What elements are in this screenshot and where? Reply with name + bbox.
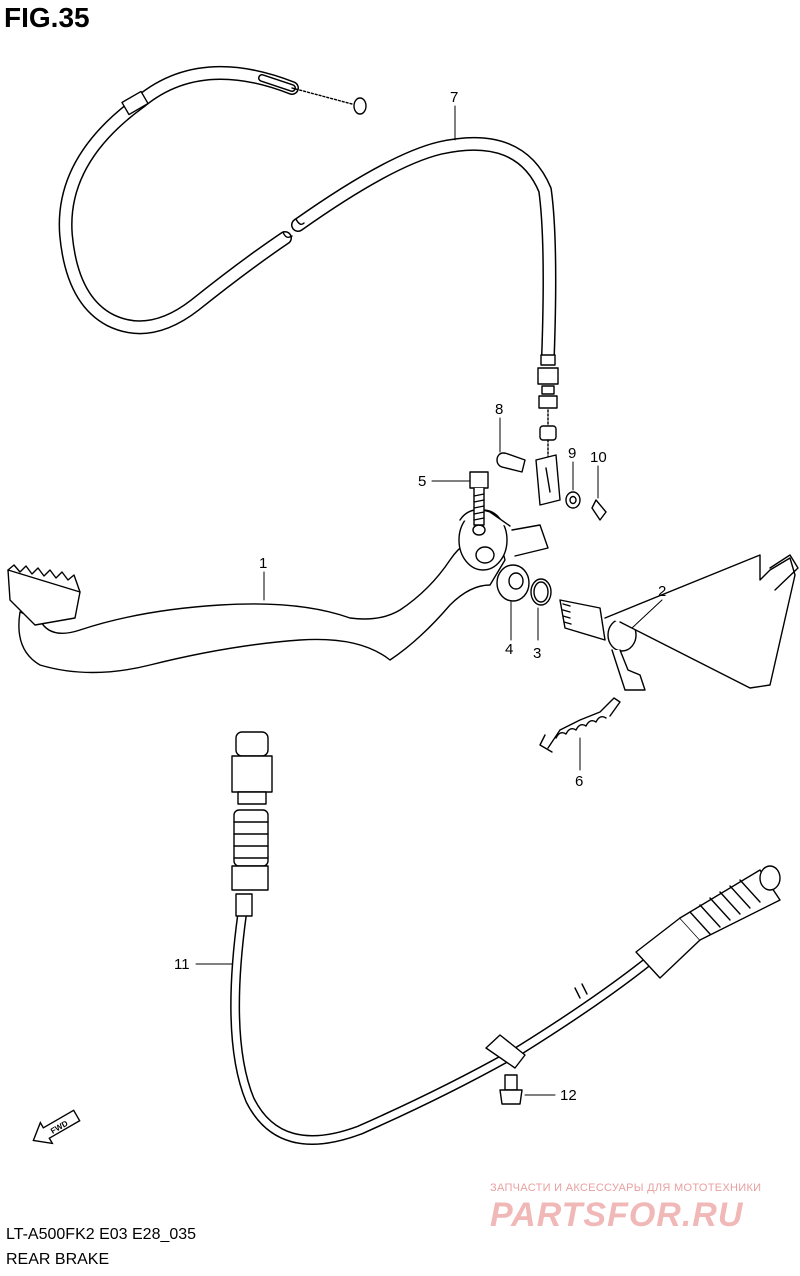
callout-4: 4 — [505, 641, 513, 658]
callout-9: 9 — [568, 445, 576, 462]
callout-12: 12 — [560, 1087, 577, 1104]
fwd-arrow-icon: FWD — [32, 1109, 81, 1145]
callout-8: 8 — [495, 401, 503, 418]
model-code: LT-A500FK2 E03 E28_035 — [6, 1226, 197, 1243]
washer-4 — [496, 564, 530, 602]
callout-1: 1 — [259, 555, 267, 572]
callout-labels: 1 2 3 4 5 6 7 8 9 10 11 12 — [174, 89, 666, 1104]
o-ring-3 — [530, 578, 552, 606]
washer-9 — [565, 491, 581, 509]
cable-clevis — [535, 454, 561, 506]
cotter-pin-10 — [591, 499, 607, 521]
section-name: REAR BRAKE — [6, 1251, 110, 1268]
callout-2: 2 — [658, 583, 666, 600]
brake-cable-lower — [230, 731, 781, 1145]
brake-pedal — [7, 509, 549, 674]
leader-lines — [195, 105, 663, 1096]
bolt-12 — [499, 1074, 523, 1105]
callout-6: 6 — [575, 773, 583, 790]
return-spring-6 — [539, 697, 621, 753]
pedal-shaft-bracket — [559, 554, 799, 691]
bolt-5 — [469, 471, 489, 526]
callout-3: 3 — [533, 645, 541, 662]
callout-10: 10 — [590, 449, 607, 466]
watermark-tagline: ЗАПЧАСТИ И АКСЕССУАРЫ ДЛЯ МОТОТЕХНИКИ — [490, 1182, 762, 1194]
pin-8 — [496, 452, 526, 473]
brake-cable-upper — [58, 66, 559, 459]
callout-7: 7 — [450, 89, 458, 106]
callout-11: 11 — [174, 956, 190, 973]
watermark-brand: PARTSFOR.RU — [490, 1196, 744, 1234]
callout-5: 5 — [418, 473, 426, 490]
figure-title: FIG.35 — [4, 2, 90, 33]
